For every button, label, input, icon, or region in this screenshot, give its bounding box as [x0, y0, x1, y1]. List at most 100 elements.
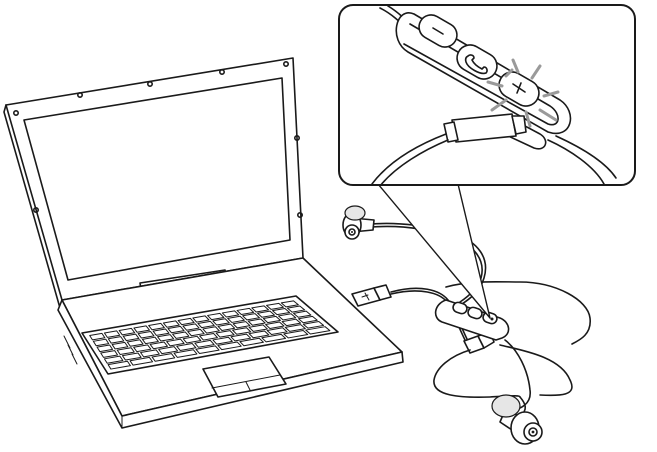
keyboard-key: [251, 305, 270, 313]
keyboard-key: [266, 327, 288, 336]
keyboard-key: [118, 327, 136, 336]
keyboard-key: [167, 325, 185, 334]
keyboard-key: [247, 318, 266, 326]
keyboard-key: [92, 338, 110, 347]
keyboard-key: [107, 360, 131, 370]
keyboard-key: [141, 336, 159, 345]
keyboard-key: [281, 318, 302, 327]
keyboard-keys: [89, 300, 331, 370]
keyboard-key: [212, 336, 233, 345]
keyboard-key: [239, 337, 264, 347]
keyboard-key: [197, 320, 215, 329]
keyboard-key: [284, 324, 306, 332]
earbud-left: [342, 205, 375, 240]
keyboard-key: [173, 349, 198, 358]
keyboard-key: [265, 321, 285, 329]
keyboard-key: [232, 321, 251, 329]
keyboard-key: [172, 331, 190, 339]
bezel-screw: [147, 81, 154, 88]
keyboard-key: [126, 339, 144, 347]
keyboard-key: [202, 326, 220, 334]
keyboard-key: [277, 313, 297, 321]
bezel-screw: [293, 135, 300, 142]
keyboard-key: [121, 352, 142, 361]
led-indicator-icon: [490, 317, 494, 321]
keyboard-key: [236, 307, 255, 316]
keyboard-key: [137, 331, 155, 339]
bezel-screw: [77, 92, 84, 99]
keyboard-key: [207, 312, 225, 321]
touchpad-buttons: [211, 374, 281, 391]
keyboard-key: [212, 318, 230, 326]
keyboard-key: [248, 330, 270, 339]
keyboard-key: [227, 315, 245, 323]
keyboard-key: [157, 334, 175, 342]
keyboard-key: [217, 341, 242, 351]
remote-button-call: [467, 306, 483, 320]
keyboard-key: [177, 317, 195, 326]
keyboard-key: [158, 346, 179, 355]
keyboard-key: [148, 322, 165, 331]
keyboard-key: [232, 327, 252, 335]
led-flash: [486, 58, 560, 128]
keyboard-key: [286, 305, 306, 313]
keyboard-key: [176, 343, 197, 351]
phone-icon: [464, 54, 488, 75]
keyboard-key: [302, 321, 325, 329]
keyboard-key: [261, 333, 287, 343]
bezel-screw: [219, 69, 226, 76]
keyboard-key: [298, 315, 318, 324]
keyboard-key: [89, 332, 106, 341]
laptop-ports: [63, 335, 78, 365]
keyboard-key: [248, 324, 268, 332]
keyboard-key: [166, 338, 185, 347]
callout-pointer: [377, 183, 491, 319]
keyboard-key: [257, 310, 275, 318]
keyboard-key: [217, 323, 236, 331]
keyboard-key: [140, 349, 160, 358]
inline-remote: [434, 299, 510, 341]
bezel-screw: [13, 110, 20, 117]
keyboard-key: [111, 341, 129, 350]
keyboard-key: [194, 339, 215, 348]
earbud-right-tip: [491, 394, 521, 418]
bezel-screw: [296, 212, 303, 219]
keyboard-key: [133, 325, 151, 333]
keyboard-key: [103, 330, 121, 338]
keyboard-key: [103, 355, 124, 364]
keyboard-key: [230, 333, 252, 342]
keyboard-key: [271, 308, 291, 316]
keyboard-key: [221, 310, 240, 318]
laptop-display: [23, 77, 291, 281]
keyboard-key: [242, 313, 260, 321]
keyboard-key: [96, 344, 114, 353]
magnifier-callout: [338, 4, 636, 186]
keyboard-key: [293, 310, 312, 318]
keyboard-key: [199, 332, 218, 341]
keyboard-key: [151, 353, 176, 362]
keyboard-key: [305, 326, 331, 335]
laptop: [3, 57, 404, 429]
keyboard-key: [182, 335, 202, 344]
remote-body: [434, 299, 510, 341]
keyboard-key: [129, 356, 154, 366]
keyboard-key: [283, 330, 309, 339]
keyboard-key: [215, 330, 235, 338]
keyboard-key: [262, 315, 281, 324]
keyboard-key: [280, 300, 299, 308]
keyboard-key: [182, 323, 200, 331]
bezel-screw: [282, 60, 289, 67]
keyboard-key: [149, 341, 168, 350]
keyboard-key: [187, 328, 205, 337]
earbud-left-tip: [344, 205, 366, 221]
keyboard-key: [133, 344, 152, 353]
keyboard-key: [195, 345, 220, 354]
keyboard-key: [266, 302, 284, 310]
keyboard-key: [107, 336, 125, 344]
keyboard-key: [116, 347, 135, 356]
earbud-right: [491, 394, 543, 445]
keyboard-key: [152, 328, 170, 336]
keyboard-key: [192, 315, 210, 323]
remote-button-minus: [452, 301, 468, 315]
